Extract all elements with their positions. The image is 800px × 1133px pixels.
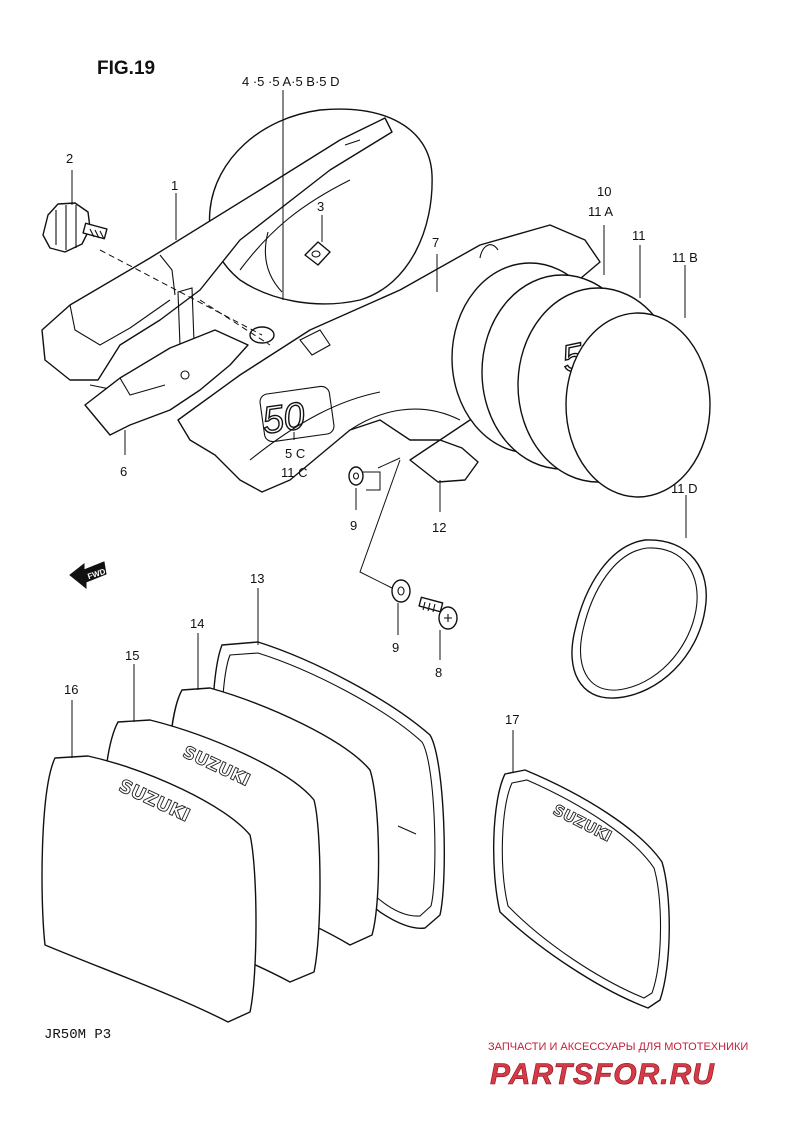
callout-2: 2 xyxy=(66,151,73,166)
watermark-tagline: ЗАПЧАСТИ И АКСЕССУАРЫ ДЛЯ МОТОТЕХНИКИ xyxy=(488,1041,748,1053)
watermark-site: PARTSFOR.RU xyxy=(490,1058,715,1091)
part-17-emblem-plate[interactable]: SUZUKI xyxy=(492,769,670,1009)
watermark: ЗАПЧАСТИ И АКСЕССУАРЫ ДЛЯ МОТОТЕХНИКИ PA… xyxy=(488,1041,748,1091)
part-12-bracket[interactable] xyxy=(409,439,479,483)
callout-7: 7 xyxy=(432,235,439,250)
part-9-washer-lower[interactable] xyxy=(391,579,411,603)
figure-title: FIG.19 xyxy=(97,58,155,79)
callout-11: 11 xyxy=(632,228,646,243)
callout-6: 6 xyxy=(120,464,127,479)
part-3-grommet[interactable] xyxy=(304,241,331,266)
part-5-upper-cover[interactable] xyxy=(208,108,433,305)
callout-labels: 2 1 3 4 ·5 ·5 A·5 B·5 D 7 10 11 A 11 11 … xyxy=(64,74,698,727)
part-11d-gasket-ring[interactable] xyxy=(571,539,707,699)
part-9-washer-upper[interactable] xyxy=(348,466,364,486)
callout-1: 1 xyxy=(171,178,178,193)
part-6-lower-panel[interactable] xyxy=(84,329,249,436)
callout-3: 3 xyxy=(317,199,324,214)
callout-9-lower: 9 xyxy=(392,640,399,655)
callout-11c: 11 C xyxy=(281,465,308,480)
callout-11a: 11 A xyxy=(588,204,613,219)
callout-11d: 11 D xyxy=(671,481,698,496)
callout-16: 16 xyxy=(64,682,78,697)
leader-lines xyxy=(71,90,687,772)
diagram-code: JR50M P3 xyxy=(44,1027,111,1043)
callout-10: 10 xyxy=(597,184,611,199)
logo-50-left: 50 xyxy=(260,395,308,442)
callout-5c: 5 C xyxy=(285,446,305,461)
callout-12: 12 xyxy=(432,520,446,535)
callout-4-5: 4 ·5 ·5 A·5 B·5 D xyxy=(242,74,340,89)
callout-11b: 11 B xyxy=(672,250,698,265)
part-8-screw[interactable] xyxy=(418,596,458,630)
part-2-knob-bolt[interactable] xyxy=(42,202,108,253)
callout-14: 14 xyxy=(190,616,204,631)
fwd-arrow-icon: FWD xyxy=(69,561,107,590)
callout-17: 17 xyxy=(505,712,519,727)
callout-8: 8 xyxy=(435,665,442,680)
callout-9-upper: 9 xyxy=(350,518,357,533)
callout-15: 15 xyxy=(125,648,139,663)
callout-13: 13 xyxy=(250,571,264,586)
part-11b-side-cover-lid[interactable] xyxy=(565,312,711,498)
